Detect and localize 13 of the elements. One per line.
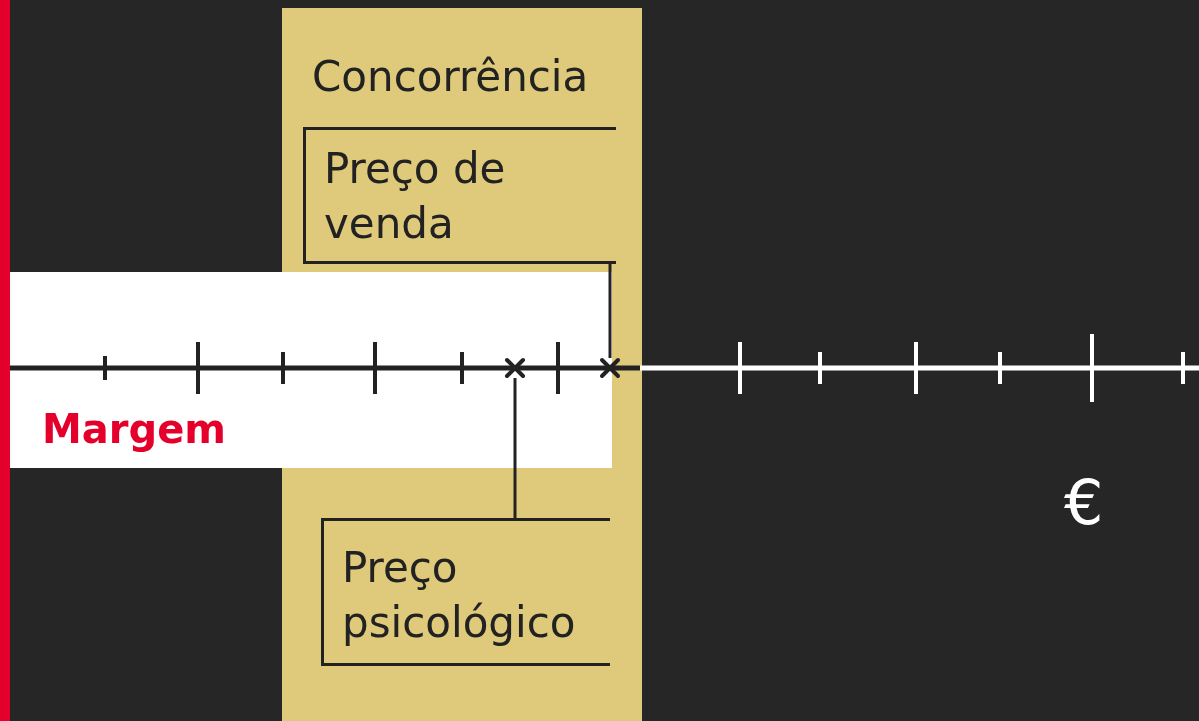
price-label: Preço psicológico	[342, 542, 577, 649]
price-bracket	[321, 518, 610, 666]
cross-mark	[599, 357, 621, 379]
margin-bar	[10, 272, 282, 468]
bar-label: Margem	[42, 406, 226, 452]
currency-label: €	[1064, 466, 1104, 539]
price-bracket	[303, 127, 616, 264]
leader-line	[513, 378, 517, 518]
leader-line	[608, 264, 612, 358]
band-title: Concorrência	[312, 52, 589, 101]
competition-band	[282, 8, 642, 721]
cross-mark	[504, 357, 526, 379]
price-label: Preço de venda	[324, 143, 507, 250]
